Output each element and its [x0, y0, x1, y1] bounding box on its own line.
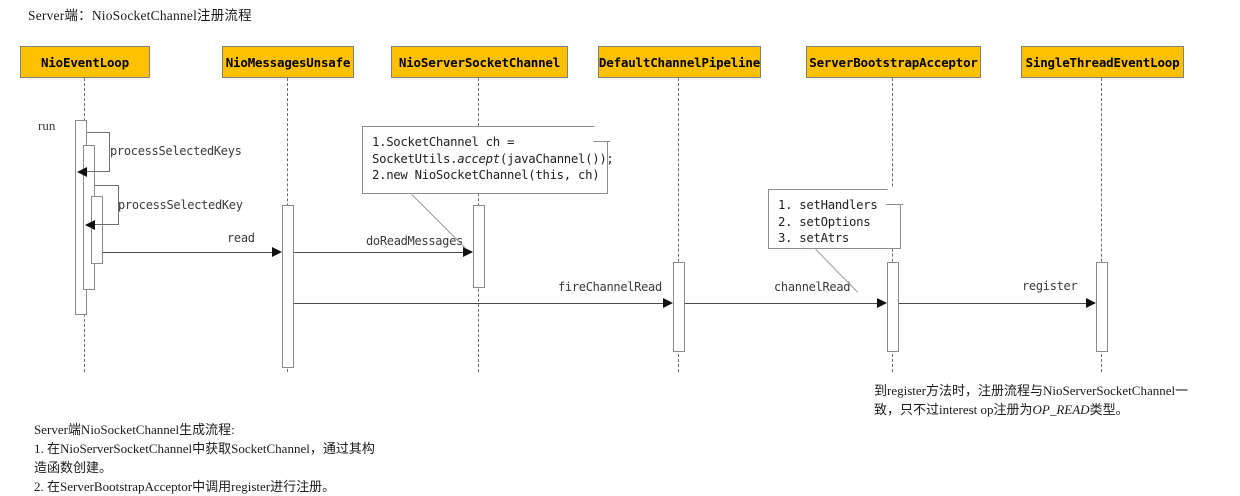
note-line: 1. setHandlers	[778, 197, 892, 214]
annotation-text-italic: OP_READ	[1032, 402, 1090, 417]
annotation-line: 到register方法时，注册流程与NioServerSocketChannel…	[874, 381, 1188, 400]
participant-single-thread-event-loop[interactable]: SingleThreadEventLoop	[1021, 46, 1184, 78]
activation-act-unsafe-read	[282, 205, 294, 368]
participant-label: NioMessagesUnsafe	[225, 54, 351, 70]
participant-label: SingleThreadEventLoop	[1025, 54, 1180, 70]
annotation-text: 2. 在ServerBootstrapAcceptor中调用register进行…	[34, 479, 336, 494]
selfcall-box-self-process-selected-keys	[87, 132, 110, 172]
message-arrow-msg-register	[1086, 298, 1096, 308]
note-text: SocketUtils.	[372, 151, 458, 166]
diagram-title: Server端：NioSocketChannel注册流程	[28, 8, 252, 23]
lifeline-single-thread-event-loop	[1101, 78, 1103, 372]
annotation-line: 2. 在ServerBootstrapAcceptor中调用register进行…	[34, 477, 375, 496]
participant-nio-event-loop[interactable]: NioEventLoop	[20, 46, 150, 78]
annotation-line: 致，只不过interest op注册为OP_READ类型。	[874, 400, 1188, 419]
participant-nio-messages-unsafe[interactable]: NioMessagesUnsafe	[222, 46, 354, 78]
message-arrow-msg-channel-read	[877, 298, 887, 308]
note-line: SocketUtils.accept(javaChannel());	[372, 151, 614, 168]
message-arrow-msg-do-read-messages	[463, 247, 473, 257]
note-text: 2.new NioSocketChannel(this, ch)	[372, 168, 600, 182]
message-line-msg-channel-read	[685, 303, 878, 304]
note-line: 2. setOptions	[778, 214, 892, 231]
participant-label: ServerBootstrapAcceptor	[809, 54, 978, 70]
activation-act-do-read-messages	[473, 205, 485, 288]
annotation-line: 造函数创建。	[34, 458, 375, 477]
note-line: 1.SocketChannel ch =	[372, 134, 599, 151]
note-text: (javaChannel());	[499, 151, 614, 166]
annotation-annotation-register-note: 到register方法时，注册流程与NioServerSocketChannel…	[874, 381, 1188, 419]
participant-label: NioServerSocketChannel	[398, 54, 561, 70]
note-note-set-handlers: 1. setHandlers 2. setOptions 3. setAtrs	[768, 189, 901, 249]
note-text: 3. setAtrs	[778, 231, 850, 245]
message-line-msg-fire-channel-read	[294, 303, 664, 304]
selfcall-label-self-process-selected-keys: processSelectedKeys	[110, 144, 242, 158]
note-line: 2.new NioSocketChannel(this, ch)	[372, 167, 600, 184]
annotation-line: Server端NioSocketChannel生成流程:	[34, 420, 375, 439]
participant-server-bootstrap-acceptor[interactable]: ServerBootstrapAcceptor	[806, 46, 981, 78]
message-line-msg-register	[899, 303, 1087, 304]
annotation-text: Server端NioSocketChannel生成流程:	[34, 422, 235, 437]
selfcall-arrow-self-process-selected-keys	[77, 167, 87, 177]
selfcall-box-self-process-selected-key	[95, 185, 119, 225]
note-text: 1.SocketChannel ch =	[372, 135, 515, 149]
message-line-msg-do-read-messages	[294, 252, 464, 253]
lifeline-default-channel-pipeline	[678, 78, 680, 372]
participant-default-channel-pipeline[interactable]: DefaultChannelPipeline	[598, 46, 761, 78]
note-text-italic: accept	[457, 151, 500, 166]
annotation-text: 1. 在NioServerSocketChannel中获取SocketChann…	[34, 441, 375, 456]
annotation-text: 类型。	[1089, 402, 1129, 417]
participant-nio-server-socket-channel[interactable]: NioServerSocketChannel	[391, 46, 568, 78]
message-arrow-msg-read	[272, 247, 282, 257]
note-text: 2. setOptions	[778, 214, 871, 229]
message-line-msg-read	[103, 252, 273, 253]
message-label-msg-channel-read: channelRead	[774, 280, 851, 294]
participant-label: NioEventLoop	[41, 54, 129, 70]
note-note-socket-channel: 1.SocketChannel ch = SocketUtils.accept(j…	[362, 126, 614, 194]
annotation-line: 1. 在NioServerSocketChannel中获取SocketChann…	[34, 439, 375, 458]
activation-act-process-selected-key	[91, 196, 103, 264]
note-text: 1. setHandlers	[778, 198, 878, 212]
message-label-msg-do-read-messages: doReadMessages	[366, 234, 463, 248]
annotation-text: 造函数创建。	[34, 460, 113, 475]
annotation-text: 致，只不过interest op注册为	[874, 402, 1033, 417]
activation-act-register	[1096, 262, 1108, 352]
message-label-msg-register: register	[1022, 279, 1078, 293]
selfcall-label-self-run: run	[38, 118, 56, 133]
activation-act-channel-read	[887, 262, 899, 352]
selfcall-label-self-process-selected-key: processSelectedKey	[118, 198, 243, 212]
participant-label: DefaultChannelPipeline	[598, 54, 761, 70]
selfcall-arrow-self-process-selected-key	[85, 220, 95, 230]
activation-act-fire-channel-read	[673, 262, 685, 352]
message-label-msg-fire-channel-read: fireChannelRead	[558, 280, 662, 294]
annotation-text: 到register方法时，注册流程与NioServerSocketChannel…	[874, 383, 1189, 398]
note-line: 3. setAtrs	[778, 230, 892, 247]
annotation-annotation-flow-summary: Server端NioSocketChannel生成流程: 1. 在NioServe…	[34, 420, 375, 496]
message-arrow-msg-fire-channel-read	[663, 298, 673, 308]
message-label-msg-read: read	[227, 231, 255, 245]
